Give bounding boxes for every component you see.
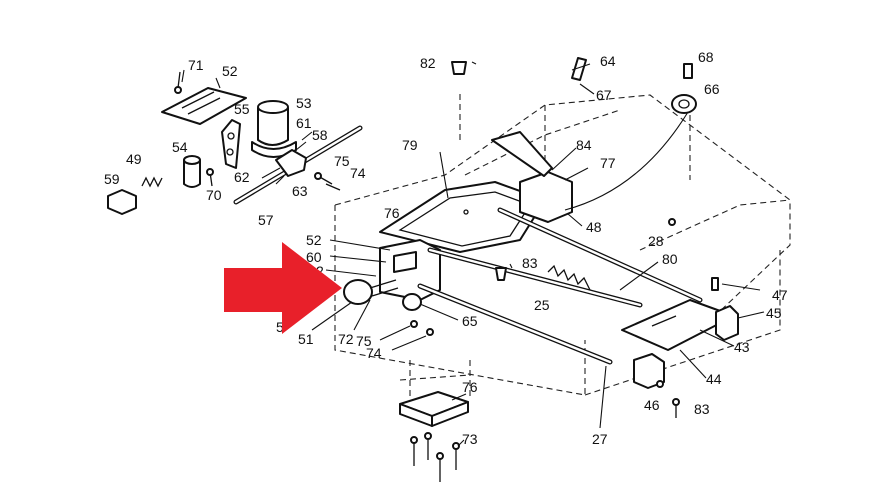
- callout-76b: 76: [462, 379, 478, 395]
- callout-51: 51: [298, 331, 314, 347]
- rod-upper: [497, 207, 703, 303]
- callout-79: 79: [402, 137, 418, 153]
- callout-75: 75: [334, 153, 350, 169]
- callout-2: 2: [316, 263, 324, 279]
- screw-83-right: [672, 398, 680, 418]
- cap-68: [683, 63, 693, 79]
- red-arrow-pointer: [224, 242, 342, 334]
- screw-70: [206, 168, 214, 187]
- callout-52b: 52: [306, 232, 322, 248]
- phantom-housing-outline: [334, 90, 791, 420]
- callout-49: 49: [126, 151, 142, 167]
- callout-25: 25: [534, 297, 550, 313]
- screws-73: [410, 432, 460, 482]
- callout-74b: 74: [366, 345, 382, 361]
- callout-58: 58: [312, 127, 328, 143]
- callout-71: 71: [188, 57, 204, 73]
- callout-43: 43: [734, 339, 750, 355]
- screw-71: [174, 71, 182, 94]
- bracket-55: [221, 119, 241, 169]
- callout-46: 46: [644, 397, 660, 413]
- callout-63: 63: [292, 183, 308, 199]
- knob-65: [402, 293, 422, 311]
- bracket-84: [519, 171, 573, 223]
- callout-28: 28: [648, 233, 664, 249]
- callout-48: 48: [586, 219, 602, 235]
- motor-53: [251, 100, 297, 158]
- callout-45: 45: [766, 305, 782, 321]
- callout-61: 61: [296, 115, 312, 131]
- screw-83-mid: [495, 267, 507, 281]
- callout-60: 60: [306, 249, 322, 265]
- pin-64: [571, 57, 587, 81]
- callout-44: 44: [706, 371, 722, 387]
- knob-51: [343, 279, 399, 305]
- callout-72: 72: [338, 331, 354, 347]
- callout-52: 52: [222, 63, 238, 79]
- callout-70: 70: [206, 187, 222, 203]
- rod-80: [427, 247, 643, 308]
- callout-83: 83: [522, 255, 538, 271]
- screw-28: [668, 218, 676, 226]
- spring-25: [547, 264, 591, 291]
- front-block: [379, 239, 441, 301]
- rod-27: [417, 283, 613, 365]
- callout-5: 5: [276, 319, 284, 335]
- callout-53: 53: [296, 95, 312, 111]
- callout-labels: 71 52 55 53 61 58 54 49 59 70 62 63 57 7…: [104, 49, 788, 447]
- callout-83b: 83: [694, 401, 710, 417]
- callout-65: 65: [462, 313, 478, 329]
- callout-82: 82: [420, 55, 436, 71]
- callout-54: 54: [172, 139, 188, 155]
- callout-57: 57: [258, 212, 274, 228]
- roller-54: [183, 155, 201, 188]
- block-59: [107, 189, 137, 215]
- screws-74-75-upper: [314, 172, 341, 191]
- callout-47: 47: [772, 287, 788, 303]
- bracket-plate-52: [161, 87, 247, 125]
- collar-63: [275, 149, 307, 177]
- plate-44: [621, 299, 739, 389]
- callout-73: 73: [462, 431, 478, 447]
- leader-lines: [181, 61, 765, 447]
- callout-64: 64: [600, 53, 616, 69]
- block-76-bottom: [399, 391, 469, 427]
- bushing-66: [671, 94, 697, 114]
- callout-80: 80: [662, 251, 678, 267]
- callout-62: 62: [234, 169, 250, 185]
- callout-76: 76: [384, 205, 400, 221]
- screw-46: [656, 380, 664, 388]
- screw-47: [711, 277, 719, 291]
- callout-74: 74: [350, 165, 366, 181]
- callout-66: 66: [704, 81, 720, 97]
- lever-64: [491, 131, 553, 177]
- spring-49: [141, 176, 163, 188]
- callout-27: 27: [592, 431, 608, 447]
- callout-67: 67: [596, 87, 612, 103]
- callout-77: 77: [600, 155, 616, 171]
- callout-59: 59: [104, 171, 120, 187]
- callout-68: 68: [698, 49, 714, 65]
- callout-75b: 75: [356, 333, 372, 349]
- callout-55: 55: [234, 101, 250, 117]
- screw-82: [451, 61, 467, 75]
- callout-84: 84: [576, 137, 592, 153]
- screws-74-75-lower: [410, 320, 434, 336]
